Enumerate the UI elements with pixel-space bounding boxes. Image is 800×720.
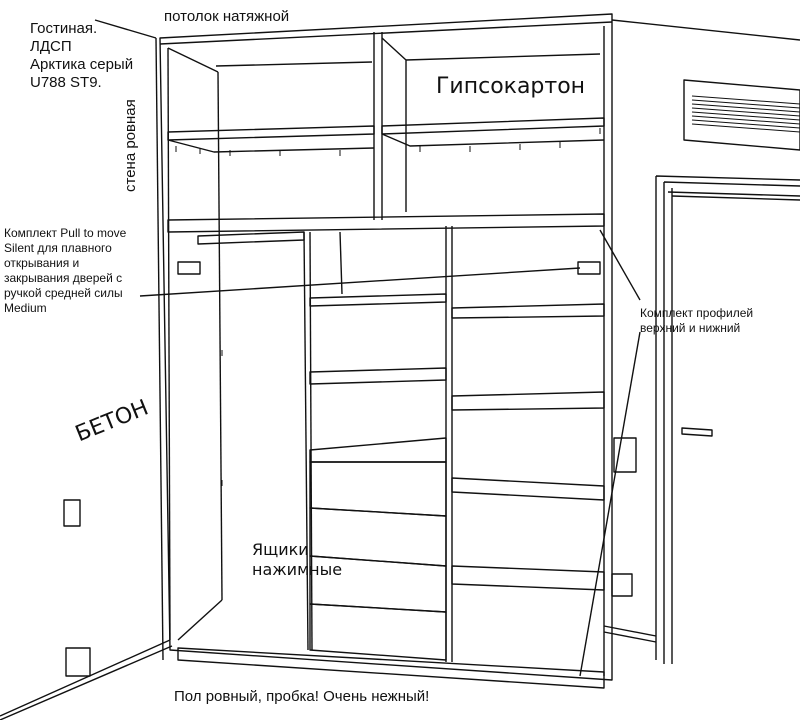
ceiling-edge-left — [94, 19, 157, 39]
socket-right — [611, 573, 633, 597]
wall-label: стена ровная — [122, 99, 139, 192]
drawers-label: Ящики нажимные — [252, 540, 343, 579]
drawer-1 — [309, 461, 447, 517]
air-conditioner — [683, 79, 800, 151]
room-note: Гостиная. ЛДСП Арктика серый U788 ST9. — [30, 20, 134, 91]
upper-shelf — [167, 125, 375, 141]
wardrobe-frame — [159, 13, 613, 681]
door-frame — [655, 175, 800, 664]
door-handle — [681, 427, 713, 437]
wall-switch-left — [63, 499, 81, 527]
ceiling-edge-right — [611, 19, 800, 41]
left-wall-edge — [155, 37, 164, 661]
pointer-profile-top — [599, 229, 641, 301]
pull-to-move-note: Комплект Pull to move Silent для плавног… — [4, 226, 127, 315]
hanging-rod — [197, 231, 305, 245]
socket-left — [65, 647, 91, 677]
drywall-label: Гипсокартон — [436, 74, 586, 99]
pointer-profile-bottom — [579, 331, 641, 677]
pointer-pull-to-move — [139, 267, 581, 297]
plinth — [177, 647, 605, 689]
ceiling-label: потолок натяжной — [164, 8, 290, 25]
drawer-4 — [309, 603, 447, 661]
switch-right — [613, 437, 637, 473]
floor-label: Пол ровный, пробка! Очень нежный! — [174, 688, 430, 705]
profiles-note: Комплект профилей верхний и нижний — [640, 306, 754, 335]
mezzanine-shelf — [167, 213, 605, 233]
